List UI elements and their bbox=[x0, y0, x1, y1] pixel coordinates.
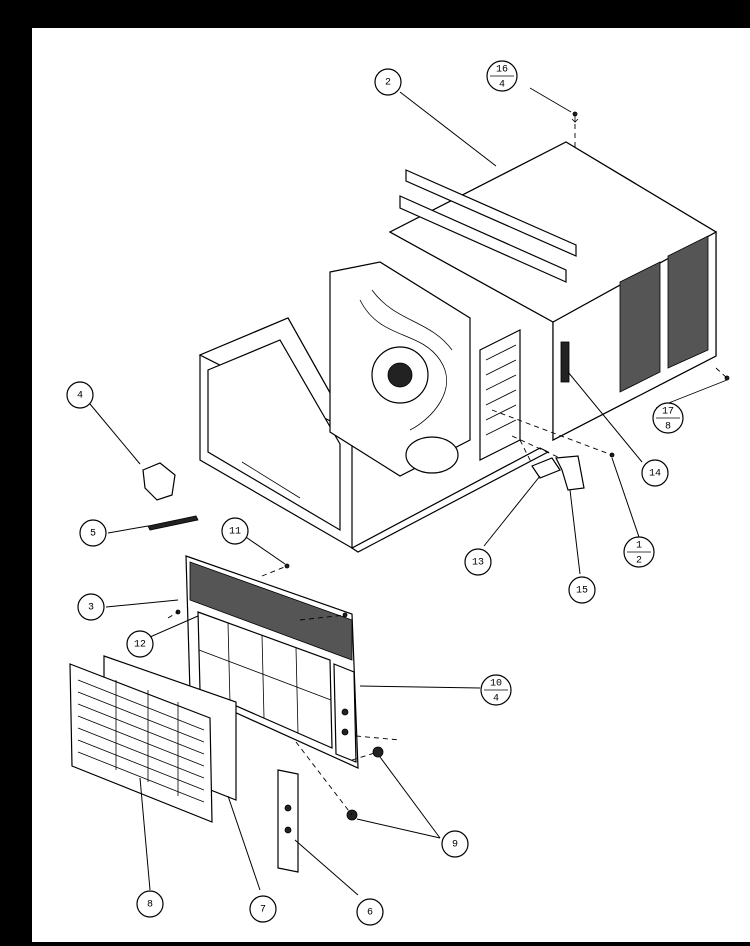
svg-text:2: 2 bbox=[385, 78, 391, 89]
cabinet-shell bbox=[388, 141, 718, 441]
svg-text:7: 7 bbox=[260, 905, 266, 916]
callout-15: 15 bbox=[568, 576, 596, 604]
screw-11 bbox=[284, 563, 290, 569]
front-grille bbox=[69, 663, 213, 823]
front-panel bbox=[185, 555, 359, 769]
svg-text:6: 6 bbox=[367, 908, 373, 919]
callout-13: 13 bbox=[464, 548, 492, 576]
svg-text:16: 16 bbox=[496, 65, 508, 76]
top-rail-rear bbox=[399, 195, 567, 283]
svg-text:9: 9 bbox=[452, 840, 458, 851]
svg-text:4: 4 bbox=[493, 694, 499, 705]
assembly-lines bbox=[167, 124, 728, 816]
control-cover-6 bbox=[277, 769, 299, 873]
svg-text:11: 11 bbox=[229, 527, 241, 538]
callout-3: 3 bbox=[77, 593, 105, 621]
svg-text:1: 1 bbox=[636, 541, 642, 552]
callout-14: 14 bbox=[641, 459, 669, 487]
callout-16-4: 16 4 bbox=[486, 60, 518, 92]
bracket-4 bbox=[142, 462, 176, 501]
svg-text:5: 5 bbox=[90, 529, 96, 540]
bar-5 bbox=[147, 515, 199, 531]
callout-8: 8 bbox=[136, 890, 164, 918]
svg-text:14: 14 bbox=[649, 469, 661, 480]
chassis-assembly bbox=[198, 261, 550, 553]
callout-6: 6 bbox=[356, 898, 384, 926]
callout-1-2: 1 2 bbox=[623, 536, 655, 568]
front-panel-grille-strip bbox=[189, 561, 353, 661]
callout-2: 2 bbox=[374, 68, 402, 96]
screw-16 bbox=[571, 114, 579, 123]
part-13 bbox=[531, 457, 561, 479]
callout-11: 11 bbox=[221, 517, 249, 545]
svg-text:10: 10 bbox=[490, 679, 502, 690]
svg-text:15: 15 bbox=[576, 586, 588, 597]
svg-text:13: 13 bbox=[472, 558, 484, 569]
svg-text:8: 8 bbox=[147, 900, 153, 911]
fan-motor bbox=[329, 261, 471, 477]
svg-text:4: 4 bbox=[499, 80, 505, 91]
callout-5: 5 bbox=[79, 519, 107, 547]
svg-text:4: 4 bbox=[77, 391, 83, 402]
svg-text:3: 3 bbox=[88, 603, 94, 614]
svg-text:8: 8 bbox=[665, 422, 671, 433]
part-15 bbox=[555, 455, 585, 491]
condenser-coil bbox=[479, 329, 521, 461]
callout-10-4: 10 4 bbox=[480, 674, 512, 706]
svg-text:2: 2 bbox=[636, 556, 642, 567]
callout-12: 12 bbox=[126, 630, 154, 658]
bracket-14 bbox=[560, 341, 570, 383]
callout-9: 9 bbox=[441, 830, 469, 858]
leader-lines bbox=[89, 87, 728, 896]
callout-17-8: 17 8 bbox=[652, 402, 684, 434]
svg-text:17: 17 bbox=[662, 407, 674, 418]
cabinet-louvers bbox=[619, 235, 709, 393]
callout-4: 4 bbox=[66, 381, 94, 409]
callout-7: 7 bbox=[249, 895, 277, 923]
svg-text:12: 12 bbox=[134, 640, 146, 651]
top-rail-front bbox=[405, 169, 577, 257]
